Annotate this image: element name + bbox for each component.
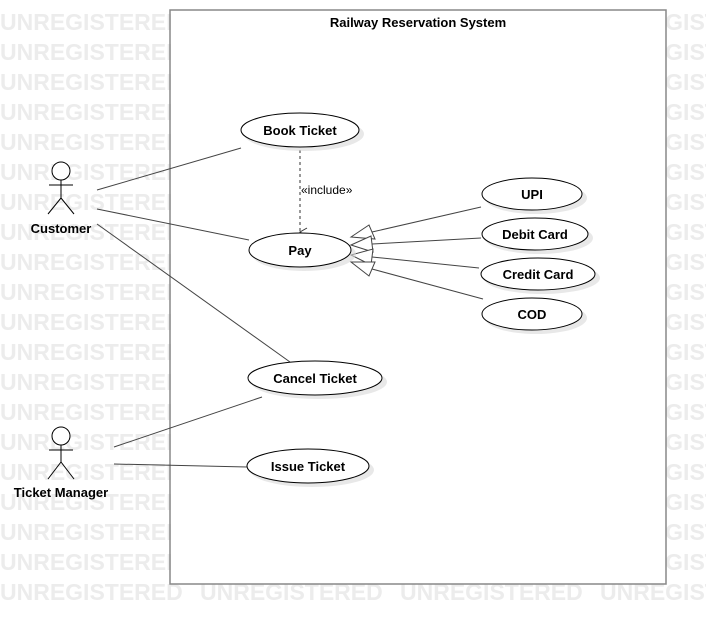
watermark-text: UNREGISTERED — [0, 549, 183, 575]
gen-arrowhead-upi — [349, 224, 376, 240]
gen-arrowhead-debit-card — [349, 235, 374, 253]
assoc-manager-cancel-ticket[interactable] — [113, 396, 263, 448]
watermark-text: UNREGISTERED — [0, 519, 183, 545]
watermark-text: UNREGISTERED — [0, 99, 183, 125]
watermark-text: UNREGISTERED — [0, 279, 183, 305]
use-case-issue-ticket[interactable]: Issue Ticket — [246, 448, 374, 487]
watermark-text: UNREGISTERED — [0, 189, 183, 215]
generalization-arrowheads — [349, 224, 376, 277]
watermark-text: UNREGISTERED — [0, 249, 183, 275]
watermark-text: UNREGISTERED — [0, 9, 183, 35]
use-case-debit-card[interactable]: Debit Card — [481, 217, 593, 254]
use-case-cod[interactable]: COD — [481, 297, 587, 334]
use-case-debit-card-label: Debit Card — [502, 227, 568, 242]
actor-customer[interactable]: Customer — [31, 161, 92, 236]
system-background — [171, 11, 665, 583]
gen-cod-pay[interactable] — [371, 268, 484, 300]
associations — [96, 147, 291, 468]
watermark-text: UNREGISTERED — [0, 399, 183, 425]
watermark-text: UNREGISTERED — [0, 309, 183, 335]
watermark-text: UNREGISTERED — [0, 459, 183, 485]
gen-upi-pay[interactable] — [371, 206, 482, 233]
actor-ticket-manager-label: Ticket Manager — [14, 485, 108, 500]
use-case-issue-ticket-label: Issue Ticket — [271, 459, 346, 474]
watermark-text: UNREGISTERED — [0, 369, 183, 395]
gen-debit-card-pay[interactable] — [371, 237, 482, 245]
use-case-pay-label: Pay — [288, 243, 312, 258]
use-case-book-ticket[interactable]: Book Ticket — [240, 112, 364, 151]
use-case-cancel-ticket-label: Cancel Ticket — [273, 371, 357, 386]
watermark-text: UNREGISTERED — [0, 429, 183, 455]
watermark-text: UNREGISTERED — [0, 39, 183, 65]
generalizations — [371, 206, 484, 300]
use-case-cancel-ticket[interactable]: Cancel Ticket — [247, 360, 387, 399]
watermark-text: UNREGISTERED — [0, 219, 183, 245]
use-case-pay[interactable]: Pay — [248, 232, 356, 271]
assoc-customer-cancel-ticket[interactable] — [96, 223, 291, 363]
actor-ticket-manager[interactable]: Ticket Manager — [14, 426, 108, 500]
use-case-credit-card-label: Credit Card — [503, 267, 574, 282]
system-boundary — [169, 9, 667, 585]
assoc-manager-issue-ticket[interactable] — [113, 463, 248, 468]
watermark-text: UNREGISTERED — [0, 159, 183, 185]
use-case-upi[interactable]: UPI — [481, 177, 587, 214]
use-case-book-ticket-label: Book Ticket — [263, 123, 337, 138]
use-case-cod-label: COD — [518, 307, 547, 322]
include-label: «include» — [301, 183, 353, 197]
watermark-layer: UNREGISTERED UNREGISTERED UNREGISTERED UNRE… — [0, 9, 706, 605]
actor-customer-label: Customer — [31, 221, 92, 236]
watermark-text: UNREGISTERED — [0, 129, 183, 155]
watermark-text: UNREGISTERED — [0, 579, 183, 605]
watermark-text: UNREGISTERED — [0, 339, 183, 365]
gen-credit-card-pay[interactable] — [371, 256, 480, 269]
watermark-text: UNREGISTERED — [0, 489, 183, 515]
stick-figure-icon — [47, 161, 75, 215]
assoc-customer-book-ticket[interactable] — [96, 147, 242, 191]
system-title: Railway Reservation System — [330, 15, 506, 30]
use-case-upi-label: UPI — [521, 187, 543, 202]
watermark-text: UNREGISTERED — [0, 69, 183, 95]
gen-arrowhead-cod — [349, 261, 376, 277]
stick-figure-icon — [47, 426, 75, 480]
assoc-customer-pay[interactable] — [96, 208, 250, 241]
use-case-credit-card[interactable]: Credit Card — [480, 257, 600, 294]
gen-arrowhead-credit-card — [349, 248, 374, 266]
